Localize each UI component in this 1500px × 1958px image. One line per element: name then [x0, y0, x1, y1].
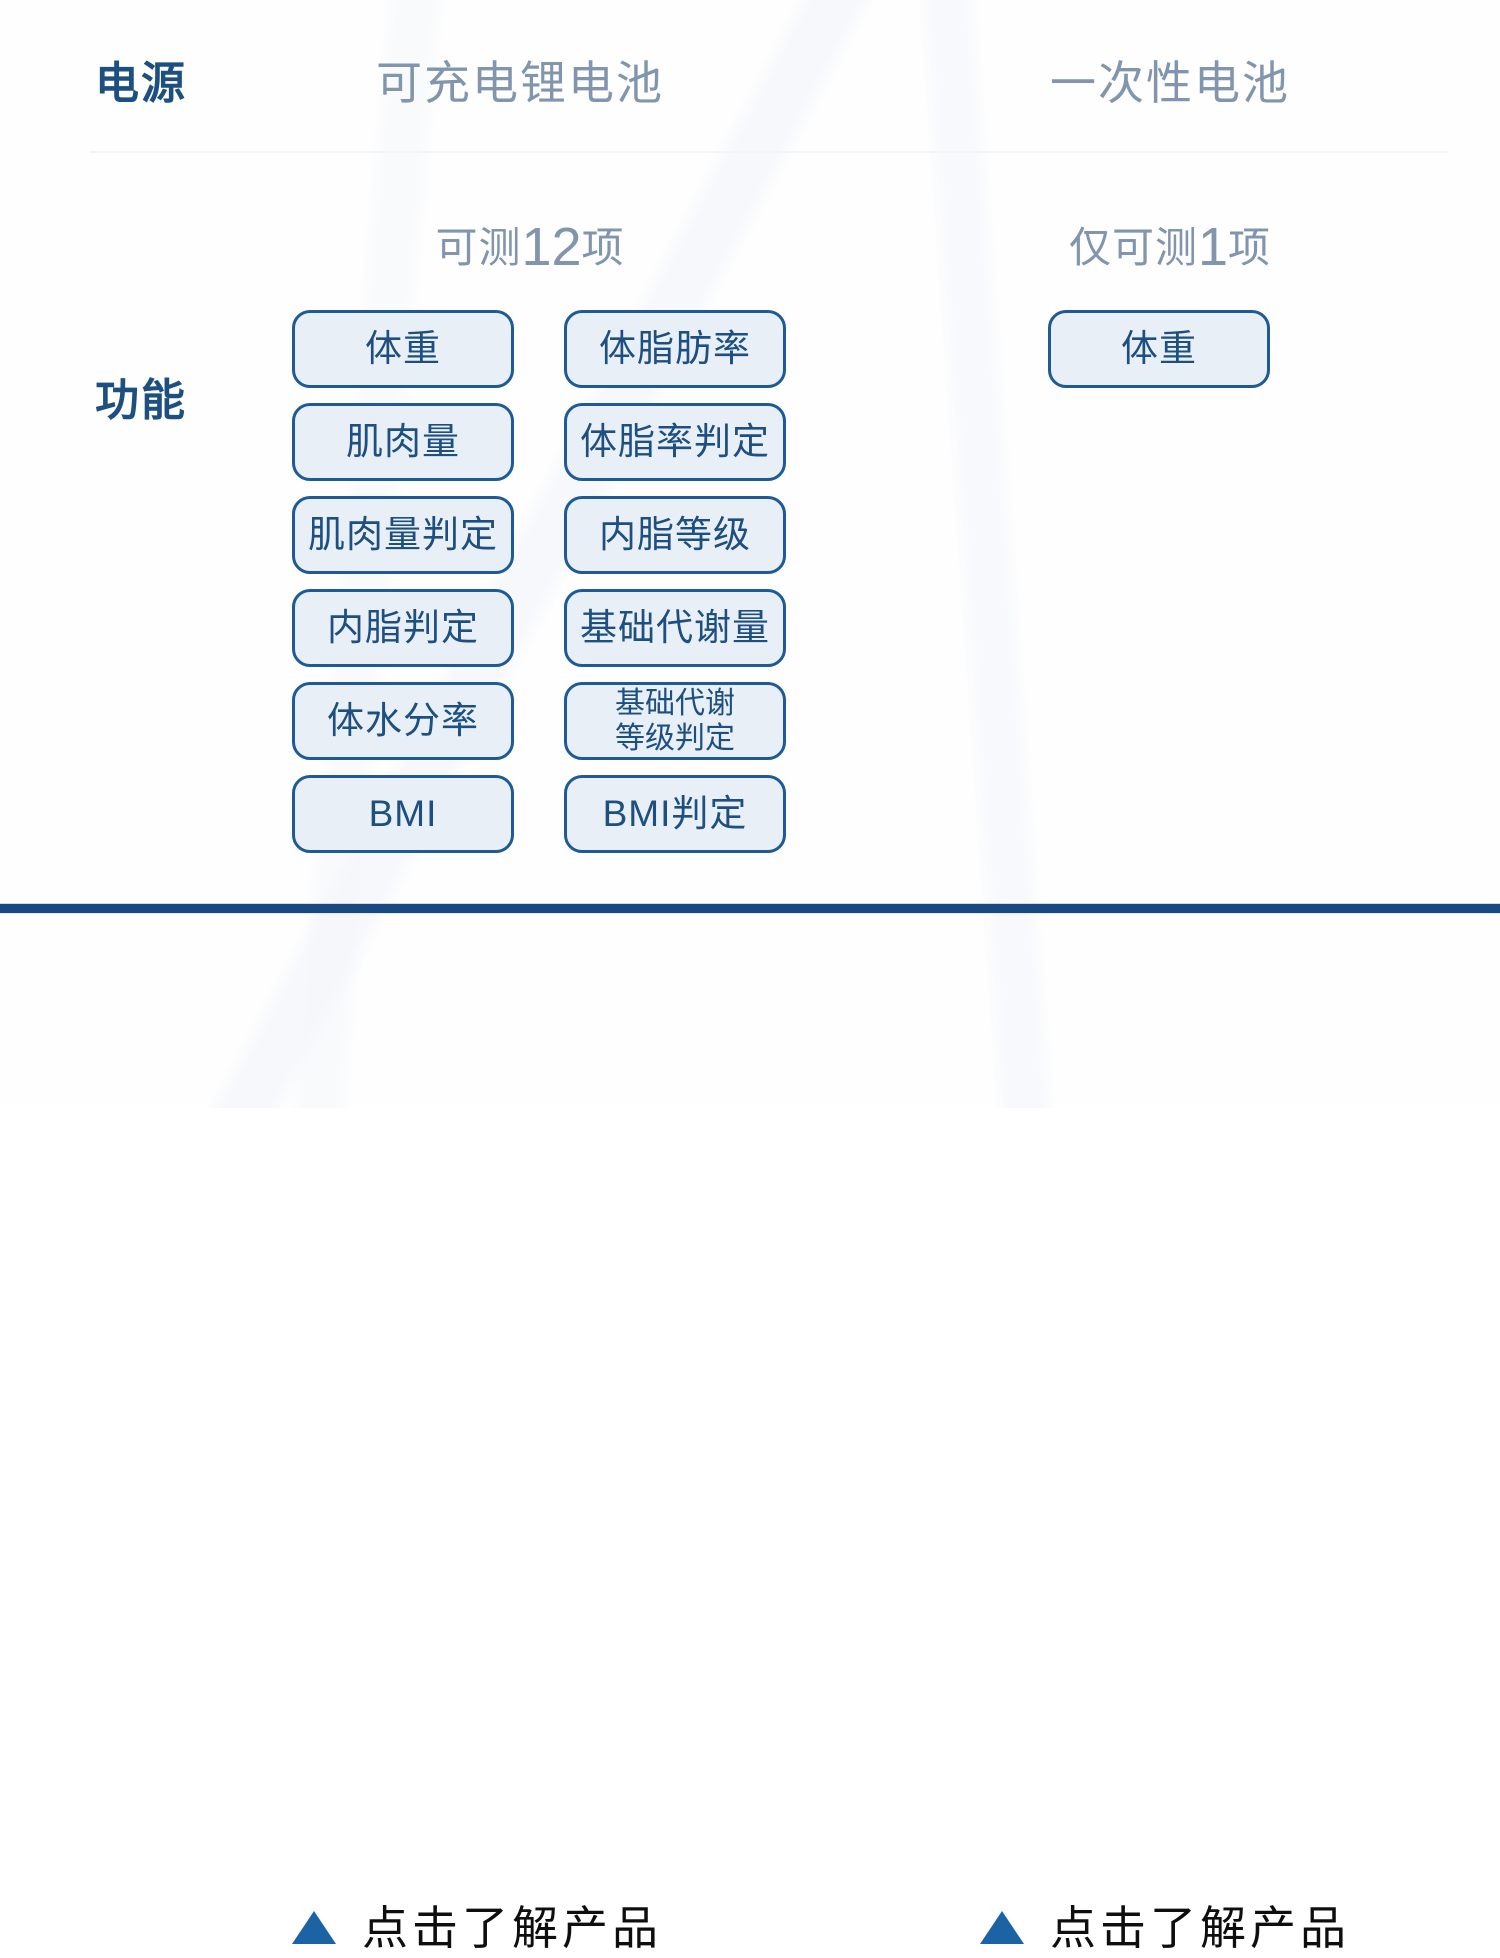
- feature-pill[interactable]: 内脂等级: [564, 496, 786, 574]
- count-suffix-b: 项: [1228, 224, 1272, 271]
- count-suffix-a: 项: [581, 224, 625, 271]
- cta-product-b[interactable]: 点击了解产品: [980, 1892, 1350, 1958]
- triangle-up-icon: [980, 1910, 1024, 1944]
- row-divider: [90, 151, 1448, 153]
- feature-pill[interactable]: 内脂判定: [292, 589, 514, 667]
- cta-label: 点击了解产品: [1050, 1902, 1350, 1954]
- feature-pill[interactable]: 体重: [1048, 310, 1270, 388]
- spec-label-power: 电源: [95, 59, 187, 108]
- feature-pill[interactable]: 肌肉量: [292, 403, 514, 481]
- feature-pill[interactable]: 体脂率判定: [564, 403, 786, 481]
- feature-pill[interactable]: 体脂肪率: [564, 310, 786, 388]
- section-rule: [0, 903, 1500, 914]
- feature-pill-grid-product-a: 体重 肌肉量 肌肉量判定 内脂判定 体水分率 BMI 体脂肪率 体脂率判定 内脂…: [292, 310, 792, 853]
- spec-row-power: 电源 可充电锂电池 一次性电池: [0, 0, 1500, 152]
- feature-pill[interactable]: 肌肉量判定: [292, 496, 514, 574]
- power-value-product-a: 可充电锂电池: [376, 57, 664, 109]
- count-prefix-a: 可测: [435, 224, 522, 271]
- count-number-a: 12: [521, 217, 582, 277]
- feature-pill[interactable]: 体重: [292, 310, 514, 388]
- feature-pill[interactable]: 基础代谢 等级判定: [564, 682, 786, 760]
- function-count-product-a: 可测12项: [330, 214, 730, 278]
- cta-label: 点击了解产品: [362, 1902, 662, 1954]
- count-number-b: 1: [1197, 217, 1229, 277]
- spec-row-function: 功能: [0, 152, 1500, 905]
- feature-pill[interactable]: 基础代谢量: [564, 589, 786, 667]
- triangle-up-icon: [292, 1910, 336, 1944]
- feature-pill[interactable]: 体水分率: [292, 682, 514, 760]
- count-prefix-b: 仅可测: [1068, 224, 1198, 271]
- feature-pill[interactable]: BMI判定: [564, 775, 786, 853]
- cta-product-a[interactable]: 点击了解产品: [292, 1892, 662, 1958]
- spec-label-function: 功能: [95, 376, 187, 425]
- feature-pill[interactable]: BMI: [292, 775, 514, 853]
- power-value-product-b: 一次性电池: [1050, 57, 1290, 109]
- function-count-product-b: 仅可测1项: [1000, 214, 1340, 278]
- cta-row: 点击了解产品 点击了解产品: [0, 914, 1500, 1954]
